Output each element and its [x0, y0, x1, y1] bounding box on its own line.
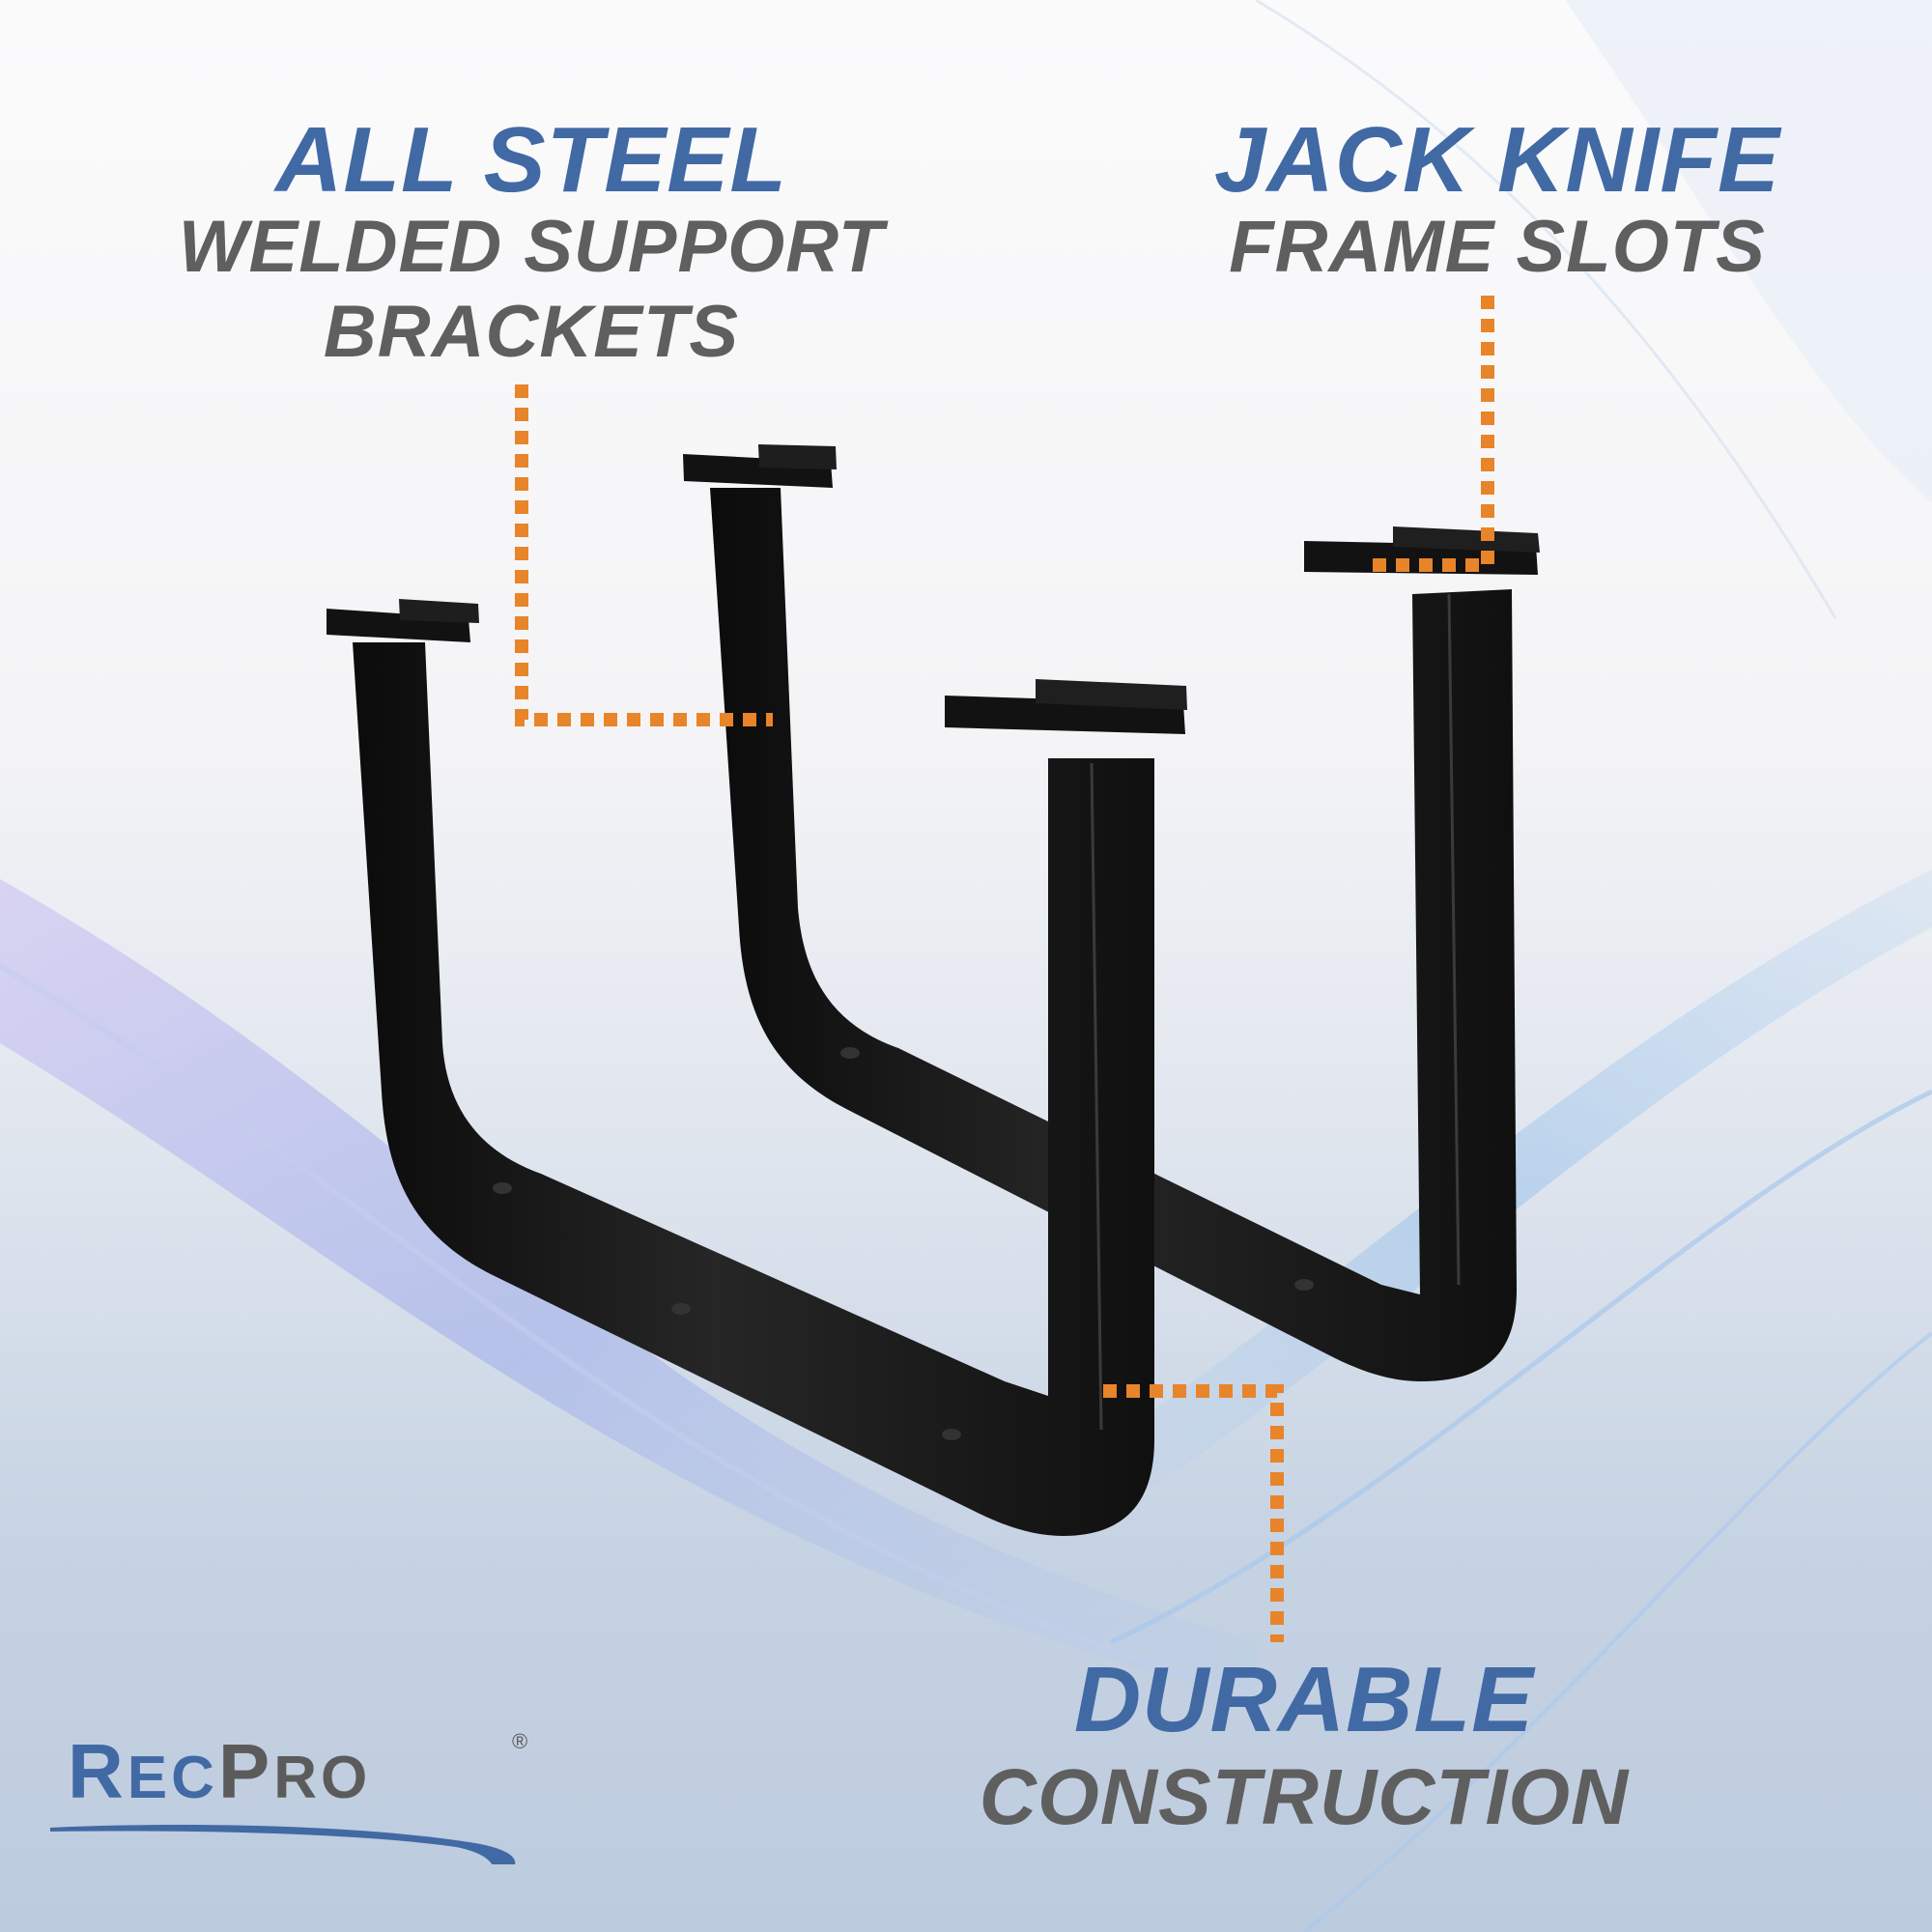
- callout-all-steel-line2: BRACKETS: [323, 291, 740, 373]
- callout-jack-knife: JACK KNIFE FRAME SLOTS: [1159, 114, 1835, 284]
- callout-durable: DURABLE CONSTRUCTION: [947, 1654, 1662, 1837]
- logo-rec-rest: EC: [127, 1745, 218, 1811]
- registered-mark: ®: [512, 1729, 528, 1753]
- callout-all-steel: ALL STEEL WELDED SUPPORT BRACKETS: [116, 114, 947, 369]
- logo-rec-initial: R: [68, 1728, 128, 1814]
- leader-durable: [1103, 1384, 1284, 1642]
- recpro-logo: RECPRO ®: [50, 1719, 533, 1864]
- logo-pro-rest: RO: [273, 1745, 372, 1811]
- logo-wordmark: RECPRO: [68, 1727, 371, 1816]
- leader-all-steel: [515, 384, 773, 726]
- callout-jack-knife-headline: JACK KNIFE: [1213, 108, 1781, 212]
- callout-durable-line1: CONSTRUCTION: [979, 1753, 1630, 1841]
- callout-all-steel-line1: WELDED SUPPORT: [178, 206, 885, 288]
- leader-jack-knife: [1372, 296, 1494, 572]
- bracket-front: [327, 599, 1187, 1536]
- callout-durable-headline: DURABLE: [1073, 1648, 1535, 1751]
- logo-swoosh-icon: [50, 1824, 516, 1864]
- callout-all-steel-headline: ALL STEEL: [275, 108, 787, 212]
- callout-jack-knife-line1: FRAME SLOTS: [1229, 206, 1766, 288]
- logo-pro-initial: P: [217, 1728, 274, 1814]
